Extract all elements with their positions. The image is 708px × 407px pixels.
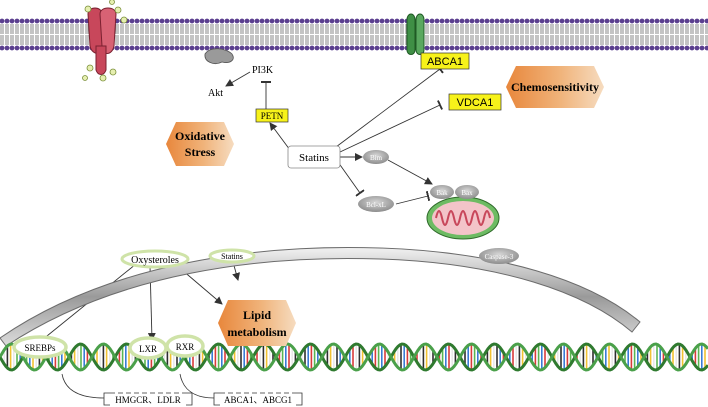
statins-center-box: Statins (287, 145, 341, 169)
gene-brackets (61, 373, 215, 399)
bim-label: Bim (370, 154, 383, 162)
lipid-label-2: metabolism (227, 325, 286, 339)
hexagon-lipid-metabolism: Lipid metabolism (218, 300, 296, 346)
statins-inhibits-vdca1 (339, 100, 444, 153)
gene-group-1-label: HMGCR、LDLR (115, 395, 181, 405)
oxysteroles-label: Oxysteroles (131, 255, 179, 266)
statins-upper-ring: Statins (208, 248, 256, 264)
bclxl-label: Bcl-xL (366, 201, 386, 209)
bak-label: Bak (436, 189, 448, 197)
rxr-ring: RXR (165, 334, 205, 358)
gene-box-hmgcr-ldlr: HMGCR、LDLR (103, 392, 193, 406)
bak-oval: Bak (430, 185, 454, 199)
bax-label: Bax (461, 189, 473, 197)
bclxl-inhibits-bak (395, 190, 431, 205)
bax-oval: Bax (455, 185, 479, 199)
mitochondrion-icon (426, 196, 500, 240)
pi3k-to-akt-arrow (225, 71, 251, 87)
abca1-label: ABCA1 (427, 56, 463, 68)
pi3k-label: PI3K (252, 65, 274, 76)
membrane-protein-grey-icon (204, 48, 234, 64)
statins-inhibits-bclxl (337, 161, 365, 197)
chemosensitivity-label: Chemosensitivity (511, 80, 599, 94)
lipid-label-1: Lipid (243, 308, 271, 322)
vdca1-label: VDCA1 (457, 97, 494, 109)
gene-box-abca1-abcg1: ABCA1、ABCG1 (213, 392, 303, 406)
statins-upper-label: Statins (221, 252, 243, 261)
oxysteroles-ring: Oxysteroles (120, 249, 190, 269)
bclxl-oval: Bcl-xL (358, 196, 394, 212)
lxr-label: LXR (139, 344, 157, 354)
statins-center-label: Statins (299, 152, 329, 164)
srebps-label: SREBPs (24, 343, 56, 353)
gene-group-2-label: ABCA1、ABCG1 (224, 395, 292, 405)
statins-inhibits-abca1 (335, 64, 444, 148)
bim-to-bak-arrow (387, 159, 433, 185)
srebps-ring: SREBPs (12, 335, 68, 359)
caspase3-label: Caspase-3 (485, 253, 514, 261)
ion-channel-red-icon (82, 0, 128, 82)
akt-label: Akt (208, 88, 223, 99)
vdca1-box: VDCA1 (448, 93, 502, 111)
abca1-box: ABCA1 (420, 52, 470, 70)
transporter-green-icon (406, 13, 425, 55)
oxidative-stress-label-1: Oxidative (175, 129, 226, 143)
dna-double-helix (0, 342, 708, 372)
statins-to-petn-arrow (269, 122, 291, 151)
caspase3-oval: Caspase-3 (479, 248, 519, 264)
oxidative-stress-label-2: Stress (185, 145, 216, 159)
hexagon-oxidative-stress: Oxidative Stress (166, 122, 234, 166)
petn-label: PETN (261, 111, 284, 121)
lxr-ring: LXR (128, 336, 168, 360)
nuclear-envelope (0, 246, 641, 347)
bim-oval: Bim (363, 150, 389, 164)
hexagon-chemosensitivity: Chemosensitivity (506, 66, 604, 108)
petn-box: PETN (255, 108, 289, 123)
rxr-label: RXR (176, 342, 195, 352)
